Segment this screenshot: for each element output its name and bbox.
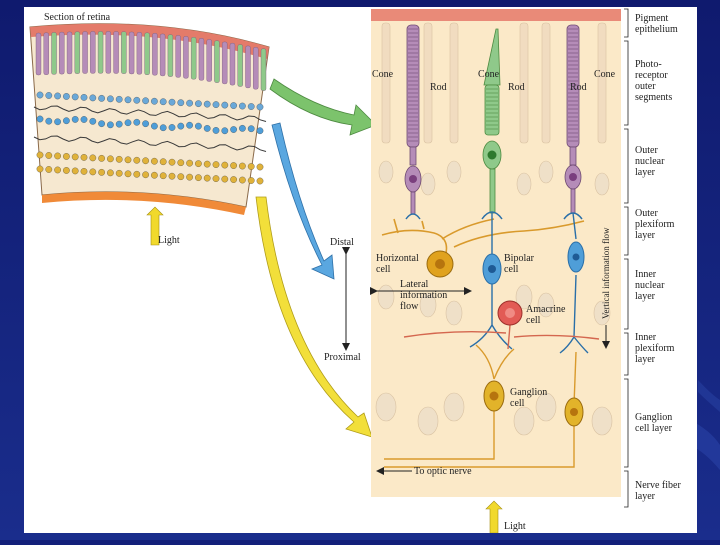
light-label-bottom: Light: [504, 521, 526, 532]
layer-label-ganglion-cell-layer: Ganglion cell layer: [635, 412, 675, 434]
light-arrow-bottom: [485, 500, 503, 534]
label-optic-nerve: To optic nerve: [414, 466, 472, 477]
label-bipolar-cell: Bipolar cell: [504, 253, 537, 275]
label-rod-1: Rod: [430, 82, 447, 93]
bipolar-cell-center: [469, 213, 513, 350]
label-lateral-flow: Lateral information flow: [400, 279, 450, 312]
distal-label: Distal: [330, 237, 354, 248]
light-label-left: Light: [158, 235, 180, 246]
rod-cell-left: [404, 24, 422, 215]
label-ganglion-cell: Ganglion cell: [510, 387, 550, 409]
layer-label-inner-plexiform-layer: Inner plexiform layer: [635, 332, 677, 365]
label-amacrine-cell: Amacrine cell: [526, 304, 568, 326]
label-horizontal-cell: Horizontal cell: [376, 253, 421, 275]
retina-diagram: Section of retina Light Distal Proximal: [29, 8, 683, 534]
layer-label-photoreceptor-outer-segments: Photo- receptor outer segments: [635, 59, 672, 103]
label-rod-2: Rod: [508, 82, 525, 93]
blue-arrow: [271, 122, 335, 280]
pigment-epithelium: [371, 9, 621, 21]
ganglion-cell-processes: [384, 344, 577, 468]
layer-label-outer-plexiform-layer: Outer plexiform layer: [635, 208, 677, 241]
layer-label-pigment-epithelium: Pigment epithelium: [635, 13, 678, 35]
background-cells: [375, 22, 613, 436]
horizontal-cell-processes: [381, 218, 585, 266]
label-cone-right: Cone: [594, 69, 616, 80]
green-arrow: [269, 78, 377, 136]
section-title: Section of retina: [44, 12, 111, 23]
yellow-arrow: [255, 196, 373, 438]
light-arrow-left: [146, 206, 164, 246]
layer-label-inner-nuclear-layer: Inner nuclear layer: [635, 269, 667, 302]
layer-label-nerve-fiber-layer: Nerve fiber layer: [635, 480, 683, 502]
retina-section: [29, 23, 270, 215]
proximal-label: Proximal: [324, 352, 361, 363]
cone-cell-center: [482, 28, 502, 214]
retina-diagram-figure: Section of retina Light Distal Proximal: [24, 7, 697, 534]
layer-brackets: [624, 8, 629, 508]
label-cone-left: Cone: [372, 69, 394, 80]
label-rod-3: Rod: [570, 82, 587, 93]
label-vertical-flow: Vertical information flow: [601, 227, 611, 319]
label-cone-center: Cone: [478, 69, 500, 80]
outer-segment-discs: [408, 28, 578, 142]
amacrine-cell-processes: [403, 324, 600, 350]
layer-label-outer-nuclear-layer: Outer nuclear layer: [635, 145, 667, 178]
